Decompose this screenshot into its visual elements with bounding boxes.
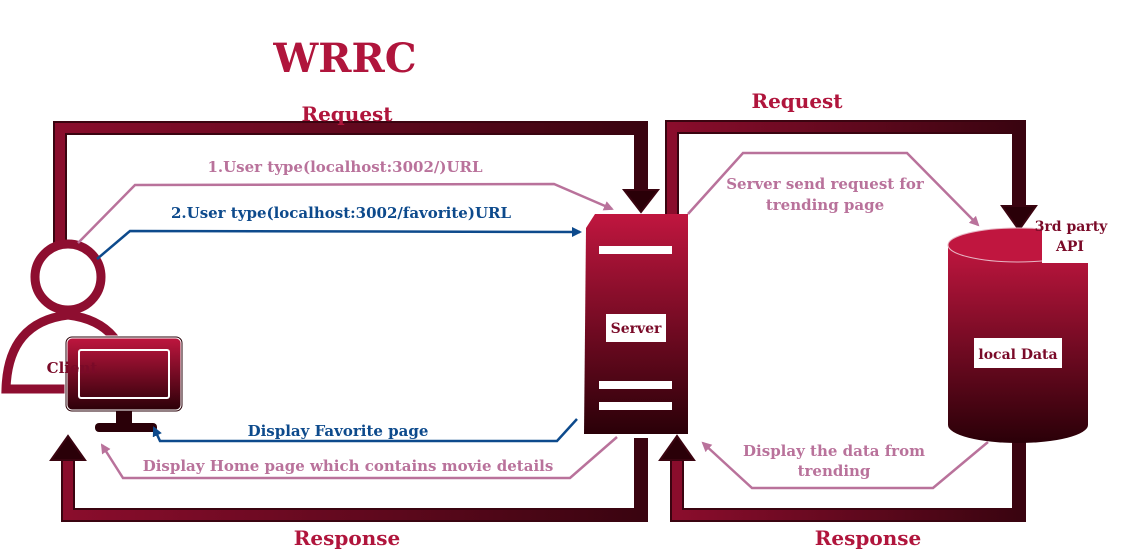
favorite-response-arrow [152, 418, 578, 443]
response-label-left: Response [294, 526, 400, 550]
data-response-arrow [701, 441, 989, 490]
local-data-label: local Data [978, 347, 1057, 363]
server-icon [584, 214, 688, 434]
client-label: Client [47, 359, 98, 377]
favorite-response-label: Display Favorite page [248, 422, 429, 440]
response-arrow-left [49, 434, 648, 522]
home-request-label: 1.User type(localhost:3002/)URL [207, 158, 483, 176]
data-response-label-line2: trending [798, 462, 871, 480]
client-icon [1, 239, 184, 432]
api-label-line1: 3rd party [1035, 219, 1108, 235]
response-arrow-right [658, 434, 1026, 522]
data-response-label-line1: Display the data from [743, 442, 925, 460]
favorite-request-arrow [96, 226, 582, 260]
request-arrow-right [665, 120, 1038, 232]
home-request-arrow [77, 182, 614, 244]
home-response-arrow [100, 436, 618, 480]
request-label-right: Request [751, 89, 843, 113]
home-response-label: Display Home page which contains movie d… [143, 457, 554, 475]
database-icon [947, 215, 1102, 443]
api-label-line2: API [1055, 239, 1084, 255]
favorite-request-label: 2.User type(localhost:3002/favorite)URL [171, 204, 512, 222]
response-label-right: Response [815, 526, 921, 550]
server-request-arrow [687, 151, 980, 227]
server-request-label-line2: trending page [766, 196, 884, 214]
server-request-label-line1: Server send request for [726, 175, 925, 193]
request-arrow-left [53, 121, 661, 243]
diagram-title: WRRC [272, 35, 416, 82]
request-label-left: Request [301, 102, 393, 126]
server-label: Server [611, 321, 662, 337]
